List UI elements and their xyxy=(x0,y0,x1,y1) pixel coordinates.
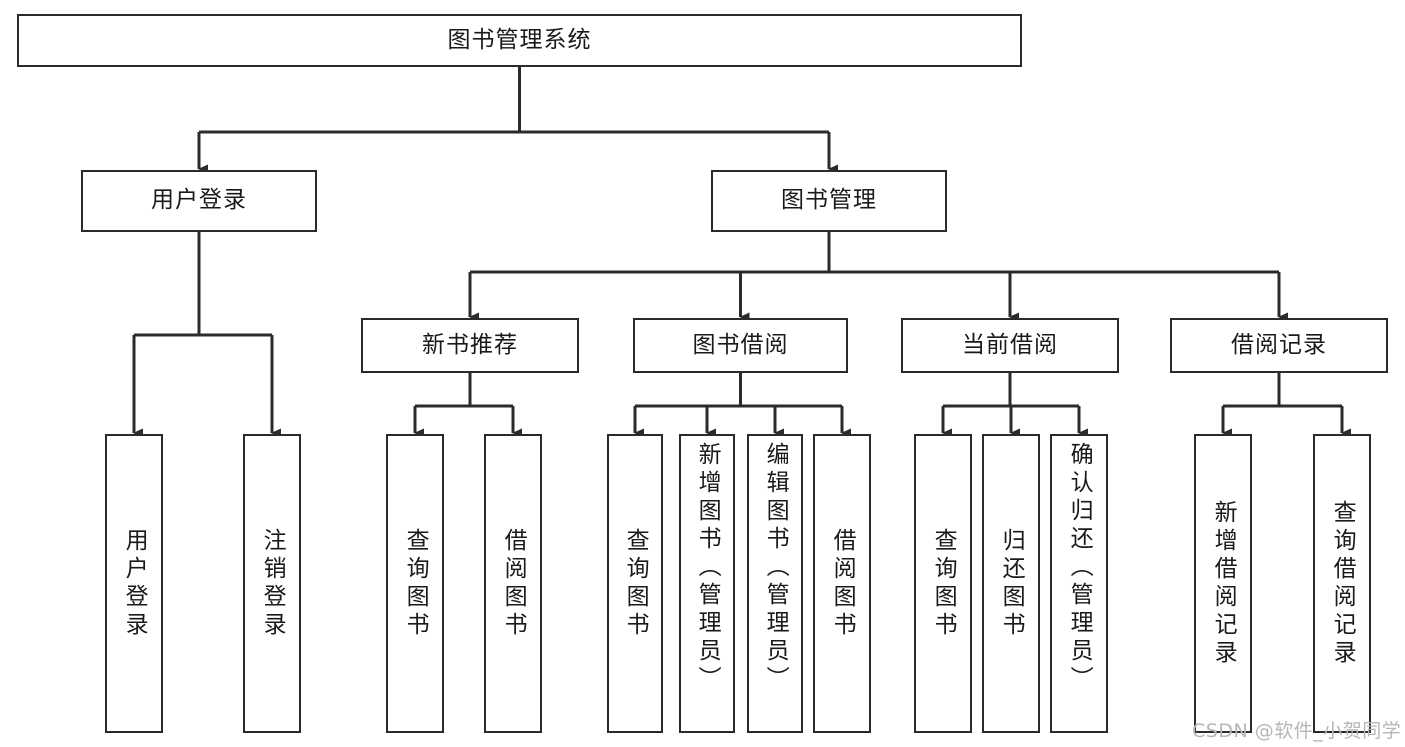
node-label: 归还图书 xyxy=(998,527,1025,640)
leaf-node-box[interactable]: 查询图书 xyxy=(386,434,444,733)
node-label: 确认归还（管理员） xyxy=(1066,442,1093,694)
leaf-node-box[interactable]: 新增图书（管理员） xyxy=(679,434,735,733)
leaf-node-box[interactable]: 新增借阅记录 xyxy=(1194,434,1252,733)
node-label: 查询借阅记录 xyxy=(1329,499,1356,668)
leaf-node-box[interactable]: 借阅图书 xyxy=(484,434,542,733)
level3-node-box[interactable]: 借阅记录 xyxy=(1170,318,1388,373)
node-label: 注销登录 xyxy=(259,527,286,640)
node-label: 查询图书 xyxy=(622,527,649,640)
connector-lines xyxy=(132,67,1351,438)
node-label: 借阅图书 xyxy=(829,527,856,640)
leaf-node-box[interactable]: 编辑图书（管理员） xyxy=(747,434,803,733)
level2-node-box[interactable]: 图书管理 xyxy=(711,170,947,232)
node-label: 用户登录 xyxy=(151,187,247,214)
leaf-node-box[interactable]: 归还图书 xyxy=(982,434,1040,733)
leaf-node-box[interactable]: 用户登录 xyxy=(105,434,163,733)
root-node-box[interactable]: 图书管理系统 xyxy=(17,14,1022,67)
level2-node-box[interactable]: 用户登录 xyxy=(81,170,317,232)
leaf-node-box[interactable]: 查询图书 xyxy=(914,434,972,733)
node-label: 编辑图书（管理员） xyxy=(762,442,789,694)
node-label: 新增借阅记录 xyxy=(1210,499,1237,668)
node-label: 图书借阅 xyxy=(692,331,789,358)
node-label: 查询图书 xyxy=(402,527,429,640)
node-label: 图书管理 xyxy=(781,187,877,214)
level3-node-box[interactable]: 当前借阅 xyxy=(901,318,1119,373)
node-label: 当前借阅 xyxy=(962,331,1058,358)
leaf-node-box[interactable]: 查询图书 xyxy=(607,434,663,733)
leaf-node-box[interactable]: 注销登录 xyxy=(243,434,301,733)
node-label: 图书管理系统 xyxy=(447,26,592,53)
level3-node-box[interactable]: 新书推荐 xyxy=(361,318,579,373)
leaf-node-box[interactable]: 确认归还（管理员） xyxy=(1050,434,1108,733)
node-label: 借阅记录 xyxy=(1231,331,1327,358)
node-label: 借阅图书 xyxy=(500,527,527,640)
watermark-label: CSDN @软件_小贺同学 xyxy=(1192,720,1402,742)
node-label: 查询图书 xyxy=(930,527,957,640)
node-label: 新增图书（管理员） xyxy=(694,442,721,694)
level3-node-box[interactable]: 图书借阅 xyxy=(633,318,848,373)
leaf-node-box[interactable]: 查询借阅记录 xyxy=(1313,434,1371,733)
node-label: 用户登录 xyxy=(121,527,148,640)
node-label: 新书推荐 xyxy=(422,331,518,358)
leaf-node-box[interactable]: 借阅图书 xyxy=(813,434,871,733)
